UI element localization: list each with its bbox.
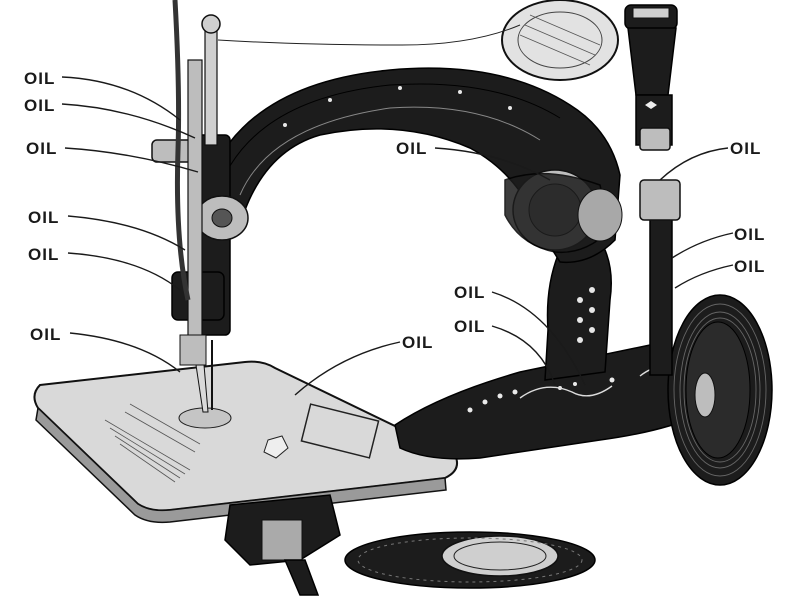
- leader-1: [61, 76, 181, 121]
- leader-9: [659, 147, 729, 181]
- needle-head: [151, 0, 521, 413]
- oil-label-5: OIL: [28, 245, 59, 264]
- leader-7: [294, 341, 401, 396]
- leader-8: [434, 147, 551, 181]
- oil-label-10: OIL: [734, 225, 765, 244]
- leader-12: [491, 291, 586, 386]
- oil-label-7: OIL: [402, 333, 433, 352]
- thread-post: [624, 4, 681, 376]
- oil-label-2: OIL: [24, 96, 55, 115]
- under-mechanism: [224, 494, 341, 596]
- presser-foot: [195, 364, 209, 413]
- leader-11: [674, 264, 734, 289]
- plate-badge: [300, 403, 380, 459]
- oil-label-3: OIL: [26, 139, 57, 158]
- leader-5: [67, 252, 181, 291]
- thread-run: [217, 24, 521, 46]
- spool-disc: [501, 0, 619, 81]
- leader-lines: [61, 76, 734, 396]
- leader-2: [61, 103, 196, 139]
- oil-labels: OIL OIL OIL OIL OIL OIL OIL OIL OIL OIL …: [24, 69, 765, 352]
- leader-4: [67, 215, 186, 251]
- cloth-plate: [33, 360, 458, 524]
- oil-label-12: OIL: [454, 283, 485, 302]
- oil-label-6: OIL: [30, 325, 61, 344]
- oil-label-9: OIL: [730, 139, 761, 158]
- leader-6: [69, 332, 181, 373]
- base-medallion: [441, 535, 559, 577]
- presser-bar: [187, 59, 203, 346]
- upper-arm: [199, 67, 623, 264]
- wheel-hub: [694, 372, 716, 418]
- machine-base: [344, 531, 596, 589]
- oil-label-1: OIL: [24, 69, 55, 88]
- leader-10: [671, 232, 734, 259]
- oil-label-8: OIL: [396, 139, 427, 158]
- leader-3: [64, 147, 199, 173]
- plate-shield-emblem: [263, 435, 289, 459]
- oil-label-4: OIL: [28, 208, 59, 227]
- leader-13: [491, 325, 556, 386]
- oil-label-13: OIL: [454, 317, 485, 336]
- balance-wheel: [667, 294, 773, 486]
- oil-label-11: OIL: [734, 257, 765, 276]
- thread: [172, 0, 191, 301]
- needle-bar: [204, 24, 218, 146]
